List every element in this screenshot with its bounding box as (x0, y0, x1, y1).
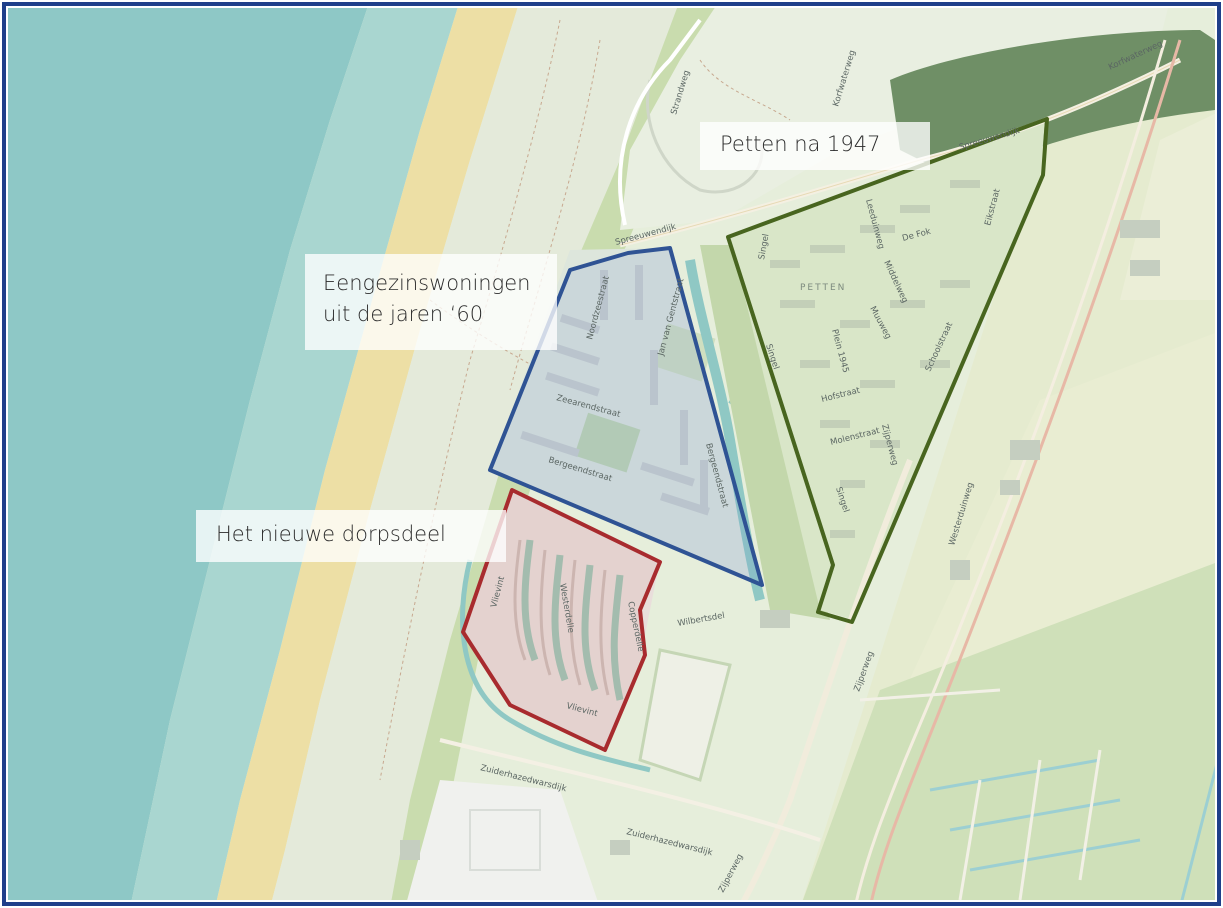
canal-central (685, 259, 765, 602)
industrial-area (407, 780, 598, 900)
outline-new-village (461, 488, 662, 752)
callout-eengezinswoningen: Eengezinswoningen uit de jaren ‘60 (305, 254, 557, 350)
forest (890, 30, 1215, 180)
callout-eengezins-line1: Eengezinswoningen (323, 271, 531, 295)
outline-post-1947 (726, 117, 1049, 624)
callout-eengezins-line2: uit de jaren ‘60 (323, 302, 484, 326)
polder-fields (802, 563, 1215, 900)
buildings-1960s (520, 265, 711, 516)
road-zuiderhazedwarsdijk (439, 738, 821, 842)
shallow-water (131, 8, 458, 900)
canals-new (521, 539, 624, 701)
buildings-petten (770, 180, 980, 538)
sea (8, 8, 368, 900)
road-zijperweg (740, 458, 913, 900)
beach (216, 8, 518, 900)
place-petten: PETTEN (800, 283, 846, 293)
callout-nieuwe-text: Het nieuwe dorpsdeel (216, 522, 446, 546)
callout-petten-text: Petten na 1947 (720, 132, 881, 156)
dunes (272, 8, 677, 900)
sports-field (638, 648, 732, 782)
callout-petten-na-1947: Petten na 1947 (700, 122, 930, 170)
street-singel-1: Singel (757, 233, 771, 260)
callout-nieuwe-dorpsdeel: Het nieuwe dorpsdeel (196, 510, 506, 562)
outline-1960s (488, 246, 764, 587)
